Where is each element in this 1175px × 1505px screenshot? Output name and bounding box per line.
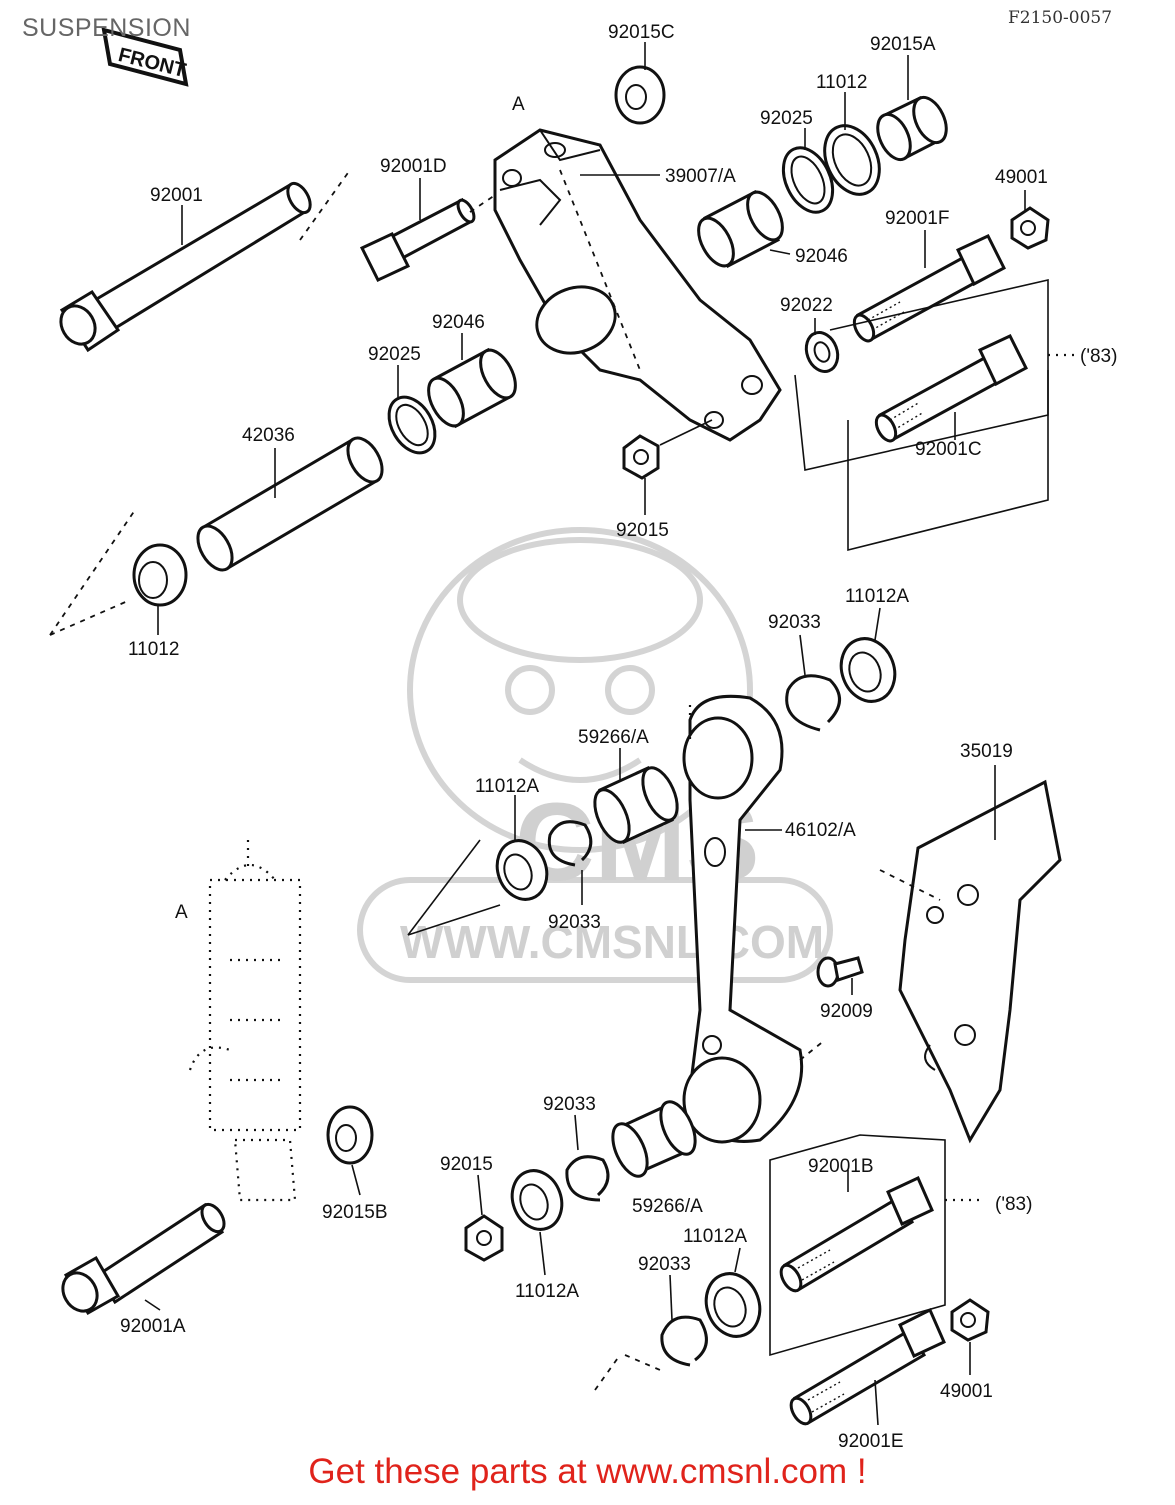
part-92033-circlip-bottom (565, 1155, 610, 1202)
label-92015A: 92015A (870, 34, 936, 55)
part-92015C-collar (614, 65, 666, 125)
label-46102A: 46102/A (785, 820, 856, 841)
label-92046-left: 92046 (432, 312, 485, 333)
watermark-url: WWW.CMSNL.COM (400, 916, 824, 968)
label-92046-right: 92046 (795, 246, 848, 267)
label-11012A-bottom: 11012A (515, 1281, 579, 1302)
label-92015C: 92015C (608, 22, 675, 43)
label-39007A: 39007/A (665, 166, 736, 187)
label-92001C: 92001C (915, 439, 982, 460)
part-59266A-bushing-top (593, 766, 679, 844)
footer-promo-link[interactable]: Get these parts at www.cmsnl.com ! (308, 1452, 867, 1491)
label-ref-A-left: A (175, 902, 188, 923)
part-11012A-seal-bottom-right (704, 1272, 762, 1338)
label-92001E: 92001E (838, 1431, 904, 1452)
part-92022-washer (804, 331, 840, 373)
label-92025-left: 92025 (368, 344, 421, 365)
part-92033-circlip-right (785, 674, 841, 732)
shock-absorber-outline (188, 840, 302, 1202)
page-title: SUSPENSION (22, 14, 191, 42)
label-49001-bottom: 49001 (940, 1381, 993, 1402)
part-92015-nut-top (622, 419, 713, 480)
part-11012-seal-left (49, 509, 188, 636)
label-11012-left: 11012 (128, 639, 179, 660)
label-92015-top: 92015 (616, 520, 669, 541)
part-92015A-collar (876, 95, 948, 162)
part-92046-bushing-left (427, 347, 517, 429)
part-92001-bolt (59, 169, 351, 353)
part-92033-circlip-bottom-right (594, 1315, 708, 1391)
part-92001C-bolt (874, 334, 1028, 443)
label-83-bottom: ('83) (995, 1194, 1032, 1215)
label-92033-left: 92033 (548, 912, 601, 933)
label-92022: 92022 (780, 295, 833, 316)
label-11012A-right: 11012A (845, 586, 909, 607)
part-49001-nut-top (1010, 206, 1050, 250)
part-92001A-bolt (61, 1202, 226, 1316)
label-59266A-bottom: 59266/A (632, 1196, 703, 1217)
part-92001B-bolt (779, 1175, 934, 1293)
part-92025-ring-left (387, 395, 437, 455)
label-11012A-bottom-right: 11012A (683, 1226, 747, 1247)
part-11012A-seal-bottom (510, 1169, 564, 1231)
label-92001F: 92001F (885, 208, 949, 229)
label-59266A-top: 59266/A (578, 727, 649, 748)
part-46102A-link (682, 694, 826, 1144)
label-92009: 92009 (820, 1001, 873, 1022)
label-92033-bottom-right: 92033 (638, 1254, 691, 1275)
label-92025-top: 92025 (760, 108, 813, 129)
label-49001-top: 49001 (995, 167, 1048, 188)
part-42036-sleeve (196, 436, 384, 572)
part-92001D-bolt (359, 184, 511, 282)
label-92033-right: 92033 (768, 612, 821, 633)
label-92033-bottom: 92033 (543, 1094, 596, 1115)
label-42036: 42036 (242, 425, 295, 446)
label-92001D: 92001D (380, 156, 447, 177)
label-92001: 92001 (150, 185, 203, 206)
label-92001B: 92001B (808, 1156, 874, 1177)
diagram-code: F2150-0057 (1008, 8, 1113, 28)
leader-lines (144, 42, 1026, 1426)
part-92001F-bolt (852, 234, 1006, 343)
part-39007A-rocker-arm (493, 128, 782, 442)
part-92033-circlip-left (547, 820, 593, 867)
part-49001-nut-bottom (950, 1298, 990, 1342)
part-92046-bushing-right (697, 189, 784, 269)
label-11012A-left: 11012A (475, 776, 539, 797)
part-labels: 92015C 92015A 11012 92025 A 39007/A 9200… (120, 22, 1117, 1452)
label-92015-bottom: 92015 (440, 1154, 493, 1175)
label-92015B: 92015B (322, 1202, 388, 1223)
label-35019: 35019 (960, 741, 1013, 762)
label-11012-top: 11012 (816, 72, 867, 93)
label-ref-A-top: A (512, 94, 525, 115)
label-83-top: ('83) (1080, 346, 1117, 367)
part-92001E-bolt (789, 1307, 946, 1426)
part-92015-nut-bottom (464, 1214, 504, 1262)
part-92009-screw (816, 956, 864, 988)
part-11012A-seal-left (407, 839, 549, 936)
part-11012-seal-top (823, 124, 881, 196)
part-11012A-seal-right (839, 637, 897, 703)
part-35019-guard (879, 779, 1062, 1144)
part-92015B-collar (326, 1105, 374, 1165)
label-92001A: 92001A (120, 1316, 186, 1337)
part-59266A-bushing-bottom (611, 1100, 697, 1178)
